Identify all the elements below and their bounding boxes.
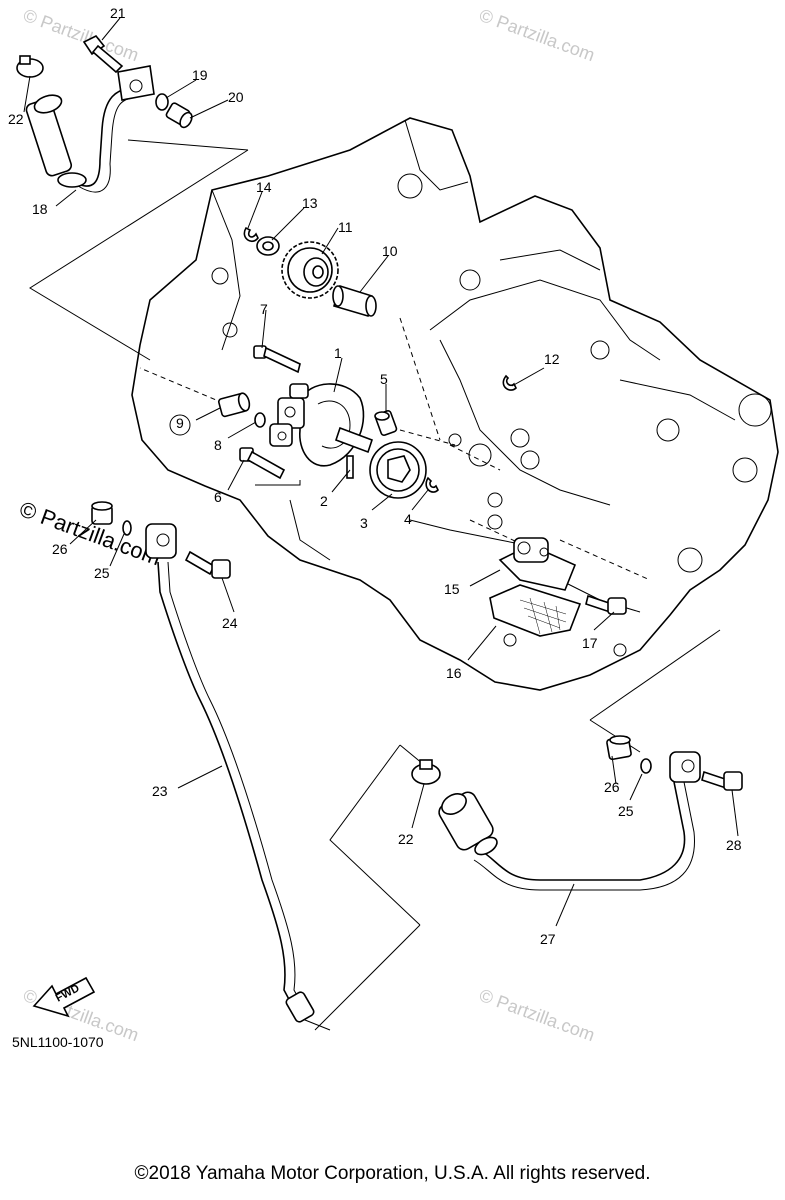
o-ring-19 <box>155 93 169 111</box>
shaft-10 <box>332 284 377 318</box>
circlip-12 <box>502 374 517 391</box>
o-ring-25-right <box>640 758 652 774</box>
strainer-holder-15 <box>498 537 577 591</box>
callout-25: 25 <box>94 565 110 581</box>
callout-14: 14 <box>256 179 272 195</box>
callout-13: 13 <box>302 195 318 211</box>
collar-9 <box>217 392 251 418</box>
callout-9: 9 <box>176 415 184 431</box>
washer-13 <box>256 236 280 256</box>
callout-11: 11 <box>338 219 353 235</box>
hose-clamp-22-upper <box>16 55 44 78</box>
collar-20 <box>165 102 193 129</box>
callout-7: 7 <box>260 301 268 317</box>
collar-26-right <box>606 735 632 761</box>
circlip-14 <box>243 226 259 243</box>
rotor-3 <box>369 441 427 499</box>
bolt-28 <box>701 770 743 791</box>
bolt-21 <box>82 34 124 74</box>
callout-18: 18 <box>32 201 48 217</box>
callout-16: 16 <box>446 665 462 681</box>
watermark-text: © Partzilla.com <box>477 985 598 1045</box>
callout-1: 1 <box>334 345 342 361</box>
copyright-notice: ©2018 Yamaha Motor Corporation, U.S.A. A… <box>134 1163 651 1184</box>
oil-pump-1 <box>269 383 365 467</box>
collar-26-left <box>91 501 113 525</box>
callout-26: 26 <box>52 541 68 557</box>
diagram-code: 5NL1100-1070 <box>12 1034 104 1050</box>
callout-8: 8 <box>214 437 222 453</box>
oil-pipe-23 <box>157 561 315 1023</box>
callout-25: 25 <box>618 803 634 819</box>
bolt-17 <box>585 594 627 615</box>
callout-6: 6 <box>214 489 222 505</box>
watermark-text: © Partzilla.com <box>16 496 164 570</box>
hose-clamp-22-lower <box>411 759 441 785</box>
callout-20: 20 <box>228 89 244 105</box>
callout-27: 27 <box>540 931 556 947</box>
fwd-arrow-icon: FWD <box>32 976 96 1018</box>
pipe-27 <box>438 751 701 891</box>
dowel-5 <box>374 409 398 437</box>
callout-22: 22 <box>398 831 414 847</box>
watermark-text: © Partzilla.com <box>477 5 598 65</box>
callout-5: 5 <box>380 371 388 387</box>
callout-21: 21 <box>110 5 126 21</box>
callout-numbers: 21 19 20 22 18 14 13 11 10 7 1 12 5 9 8 … <box>8 5 742 947</box>
o-ring-8 <box>254 412 266 428</box>
callout-19: 19 <box>192 67 208 83</box>
callout-23: 23 <box>152 783 168 799</box>
callout-15: 15 <box>444 581 460 597</box>
callout-10: 10 <box>382 243 398 259</box>
bolt-7 <box>253 345 301 374</box>
callout-28: 28 <box>726 837 742 853</box>
oil-pipe-18 <box>25 65 155 193</box>
callout-17: 17 <box>582 635 598 651</box>
o-ring-25-left <box>122 520 132 536</box>
callout-leaders <box>23 17 739 927</box>
callout-3: 3 <box>360 515 368 531</box>
pump-shaft <box>334 426 374 454</box>
circlip-4 <box>425 476 439 493</box>
strainer-16 <box>489 584 582 637</box>
callout-26: 26 <box>604 779 620 795</box>
callout-12: 12 <box>544 351 560 367</box>
pipe-elbow-left <box>145 523 177 559</box>
bolt-6 <box>239 447 286 480</box>
pin-2 <box>346 455 354 479</box>
callout-2: 2 <box>320 493 328 509</box>
grouping-lines <box>29 139 721 1031</box>
callout-22: 22 <box>8 111 24 127</box>
gear-11 <box>281 241 339 299</box>
callout-24: 24 <box>222 615 238 631</box>
callout-4: 4 <box>404 511 412 527</box>
bolt-24 <box>184 550 231 579</box>
